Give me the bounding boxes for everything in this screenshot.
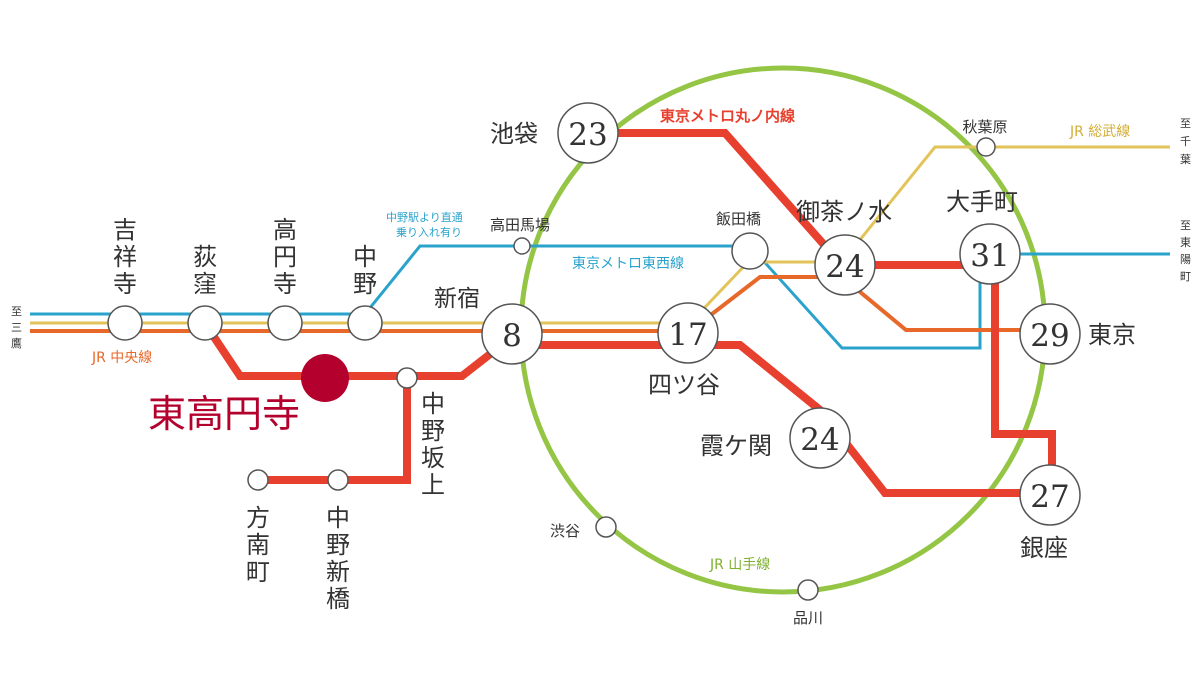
station-name-kichijoji-2: 祥	[113, 243, 137, 271]
station-ikebukuro[interactable]: 23	[557, 102, 619, 164]
station-name-ikebukuro: 池袋	[490, 120, 538, 148]
station-name-nakanoshinbashi-1: 中	[326, 504, 350, 532]
station-name-honancho-3: 町	[246, 558, 270, 586]
station-name-otemachi: 大手町	[946, 188, 1018, 216]
station-yotsuya[interactable]: 17	[657, 302, 719, 364]
station-name-ochanomizu: 御茶ノ水	[796, 198, 892, 226]
minutes-ochanomizu: 24	[825, 249, 864, 285]
station-shinjuku[interactable]: 8	[481, 303, 543, 365]
minutes-shinjuku: 8	[502, 318, 522, 354]
station-marker-honancho[interactable]	[247, 469, 269, 491]
station-name-nakanoshinbashi-4: 橋	[326, 585, 350, 613]
station-ochanomizu[interactable]: 24	[814, 234, 876, 296]
station-name-ginza: 銀座	[1020, 534, 1068, 562]
line-label-marunouchi: 東京メトロ丸ノ内線	[660, 107, 795, 125]
station-name-nakanosakaue-4: 上	[421, 471, 445, 499]
station-name-koenji-3: 寺	[273, 270, 297, 298]
station-name-akihabara: 秋葉原	[962, 118, 1007, 136]
station-name-iidabashi: 飯田橋	[716, 210, 761, 228]
station-name-kichijoji-1: 吉	[113, 216, 137, 244]
station-name-nakano-1: 中	[353, 243, 377, 271]
station-name-shinjuku: 新宿	[434, 286, 480, 312]
direction-chiba-1: 至	[1180, 117, 1191, 130]
marunouchi-line-west	[202, 322, 1052, 497]
line-label-tozai: 東京メトロ東西線	[572, 256, 684, 272]
station-marker-shibuya[interactable]	[595, 516, 617, 538]
station-marker-nakanosakaue[interactable]	[396, 367, 418, 389]
station-name-takadanobaba: 高田馬場	[490, 216, 550, 234]
station-name-shibuya: 渋谷	[550, 522, 580, 540]
direction-higashiyoko-3: 陽	[1180, 253, 1191, 266]
station-name-nakanosakaue-3: 坂	[421, 444, 445, 472]
minutes-tokyo: 29	[1030, 318, 1069, 354]
direction-chiba-2: 千	[1180, 135, 1191, 148]
station-marker-iidabashi[interactable]	[731, 232, 769, 270]
direction-higashiyoko-1: 至	[1180, 219, 1191, 232]
station-name-ogikubo-1: 荻	[193, 243, 217, 271]
direction-higashiyoko-2: 東	[1180, 236, 1191, 249]
minutes-otemachi: 31	[970, 238, 1009, 274]
minutes-ginza: 27	[1030, 479, 1069, 515]
direct-service-note-1: 中野駅より直通	[386, 210, 463, 224]
station-name-nakano-2: 野	[353, 270, 377, 298]
station-marker-nakanoshinbashi[interactable]	[327, 469, 349, 491]
station-otemachi[interactable]: 31	[959, 223, 1021, 285]
station-kasumigaseki[interactable]: 24	[789, 407, 851, 469]
station-name-koenji-2: 円	[273, 243, 297, 271]
station-marker-akihabara[interactable]	[976, 137, 996, 157]
station-marker-koenji[interactable]	[267, 305, 303, 341]
minutes-kasumigaseki: 24	[800, 422, 839, 458]
station-name-shinagawa: 品川	[793, 609, 823, 627]
station-name-ogikubo-2: 窪	[193, 270, 217, 298]
station-name-koenji-1: 高	[273, 216, 297, 244]
minutes-ikebukuro: 23	[568, 117, 607, 153]
station-marker-ogikubo[interactable]	[187, 305, 223, 341]
station-marker-shinagawa[interactable]	[797, 579, 819, 601]
direction-mitaka-1: 至	[11, 305, 22, 318]
direction-mitaka-3: 鷹	[11, 336, 22, 350]
direction-mitaka-2: 三	[11, 321, 22, 334]
direction-chiba-3: 葉	[1180, 152, 1191, 166]
station-name-kasumigaseki: 霞ケ関	[700, 432, 772, 460]
station-marker-higashikoenji[interactable]	[301, 354, 349, 402]
station-marker-nakano[interactable]	[347, 305, 383, 341]
marunouchi-honancho-branch	[258, 376, 411, 484]
station-name-honancho-2: 南	[246, 531, 270, 559]
station-name-higashikoenji: 東高円寺	[148, 392, 300, 436]
station-name-nakanoshinbashi-3: 新	[326, 558, 350, 586]
station-ginza[interactable]: 27	[1019, 464, 1081, 526]
station-marker-takadanobaba[interactable]	[513, 237, 531, 255]
station-tokyo[interactable]: 29	[1019, 303, 1081, 365]
line-label-yamanote: JR 山手線	[709, 557, 770, 573]
station-name-nakanosakaue-1: 中	[421, 390, 445, 418]
station-name-nakanoshinbashi-2: 野	[326, 531, 350, 559]
line-label-chuo: JR 中央線	[91, 350, 152, 366]
direction-higashiyoko-4: 町	[1180, 270, 1191, 283]
line-label-sobu: JR 総武線	[1069, 124, 1130, 140]
station-name-honancho-1: 方	[246, 504, 270, 532]
station-name-yotsuya: 四ツ谷	[648, 371, 720, 399]
direct-service-note-2: 乗り入れ有り	[396, 225, 462, 239]
station-name-nakanosakaue-2: 野	[421, 417, 445, 445]
station-marker-kichijoji[interactable]	[107, 305, 143, 341]
station-name-kichijoji-3: 寺	[113, 270, 137, 298]
station-name-tokyo: 東京	[1088, 321, 1136, 349]
minutes-yotsuya: 17	[668, 317, 707, 353]
